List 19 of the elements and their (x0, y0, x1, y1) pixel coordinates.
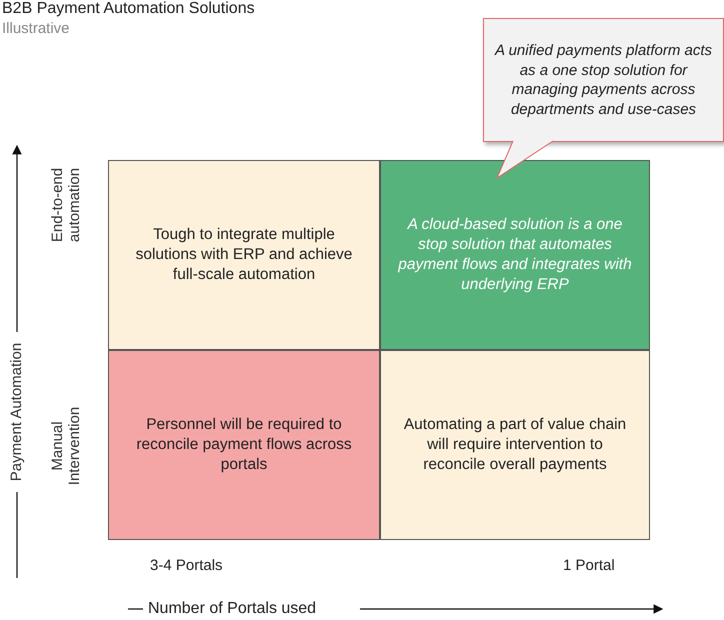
quadrant-cell (108, 350, 380, 540)
callout-bubble (483, 18, 724, 142)
callout-tail (496, 140, 554, 180)
subtitle: Illustrative (2, 20, 70, 38)
quadrant-text: Tough to integrate multiple solutions with ERP and achieve full-scale automation (134, 224, 354, 286)
axis-label: Number of Portals used (148, 600, 316, 618)
quadrant-cell (380, 160, 650, 350)
quadrant-cell (108, 160, 380, 350)
axis-label: 1 Portal (563, 557, 615, 574)
axis-label: Manual Intervention (48, 406, 84, 488)
quadrant-text: Personnel will be required to reconcile payment flows across portals (135, 414, 353, 476)
axis-label: 3-4 Portals (150, 557, 223, 574)
quadrant-text: A cloud-based solution is a one stop solution that automates payment flows and integrates with underlying ERP (397, 214, 633, 296)
title: B2B Payment Automation Solutions (2, 0, 255, 18)
axis-label: End-to-end automation (48, 166, 84, 244)
axis-label: Payment Automation (7, 342, 26, 484)
quadrant-text: Automating a part of value chain will require intervention to reconcile overall payments (402, 414, 628, 476)
callout-text: A unified payments platform acts as a one stop solution for managing payments across departments and use-cases (493, 41, 714, 119)
quadrant-cell (380, 350, 650, 540)
